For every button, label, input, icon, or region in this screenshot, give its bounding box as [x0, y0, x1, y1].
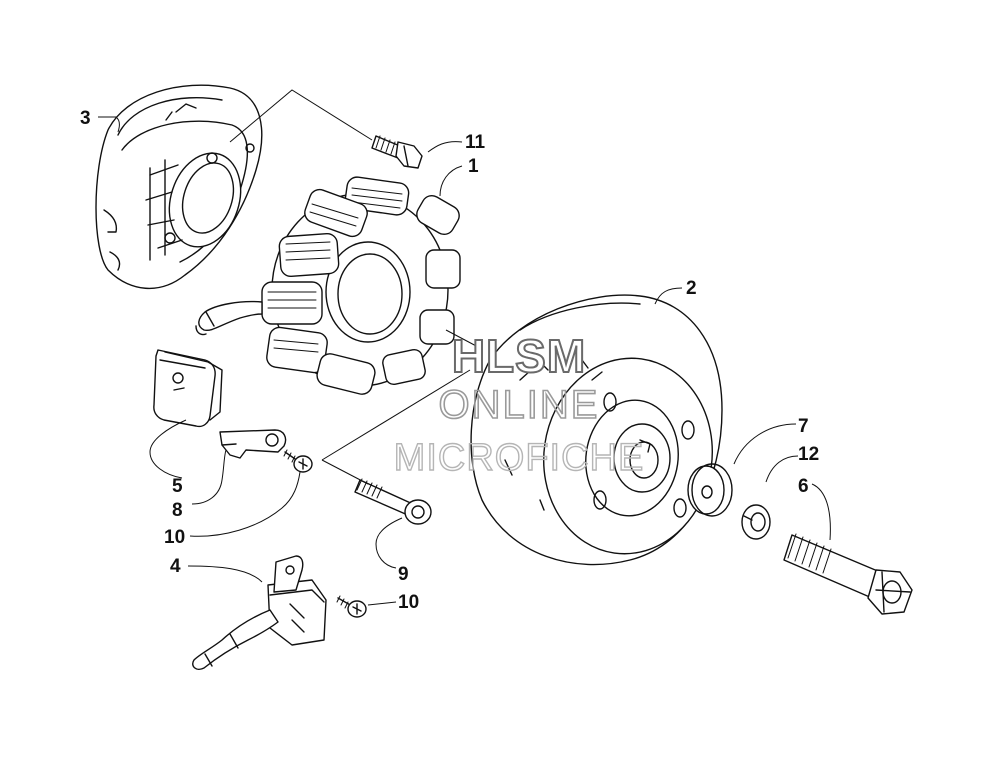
- part-10-screw-upper: [283, 449, 313, 473]
- part-7-washer: [687, 463, 733, 517]
- callout-3: 3: [80, 108, 91, 129]
- watermark-line-1: HLSM: [452, 330, 586, 382]
- callout-1: 1: [468, 156, 479, 177]
- callout-4: 4: [170, 556, 181, 577]
- callout-10-lower: 10: [398, 592, 419, 613]
- part-12-lock-washer: [741, 504, 771, 540]
- part-6-flywheel-bolt: [783, 533, 913, 615]
- part-10-screw-lower: [336, 595, 367, 618]
- part-8-bracket: [219, 429, 287, 459]
- part-9-bolt: [354, 478, 432, 525]
- callout-10-upper: 10: [164, 527, 185, 548]
- callout-8: 8: [172, 500, 183, 521]
- callout-2: 2: [686, 278, 697, 299]
- watermark-line-2: ONLINE: [439, 383, 600, 427]
- callout-9: 9: [398, 564, 409, 585]
- part-2-flywheel: [470, 294, 723, 566]
- callout-7: 7: [798, 416, 809, 437]
- watermark: HLSM ONLINE MICROFICHE: [393, 329, 645, 480]
- watermark-line-3: MICROFICHE: [394, 437, 645, 479]
- callout-labels: 3 11 1 2 7 12 6 5 8 10 4 9 10: [80, 108, 819, 613]
- callout-5: 5: [172, 476, 183, 497]
- part-5-pickup-coil: [153, 349, 223, 428]
- part-1-stator-coil: [195, 176, 461, 395]
- callout-6: 6: [798, 476, 809, 497]
- part-3-stator-plate: [95, 84, 263, 289]
- callout-11: 11: [465, 132, 486, 153]
- callout-12: 12: [798, 444, 819, 465]
- leader-lines: [98, 89, 831, 606]
- part-4-ignition-module: [192, 555, 327, 670]
- part-11-bolt: [371, 135, 423, 169]
